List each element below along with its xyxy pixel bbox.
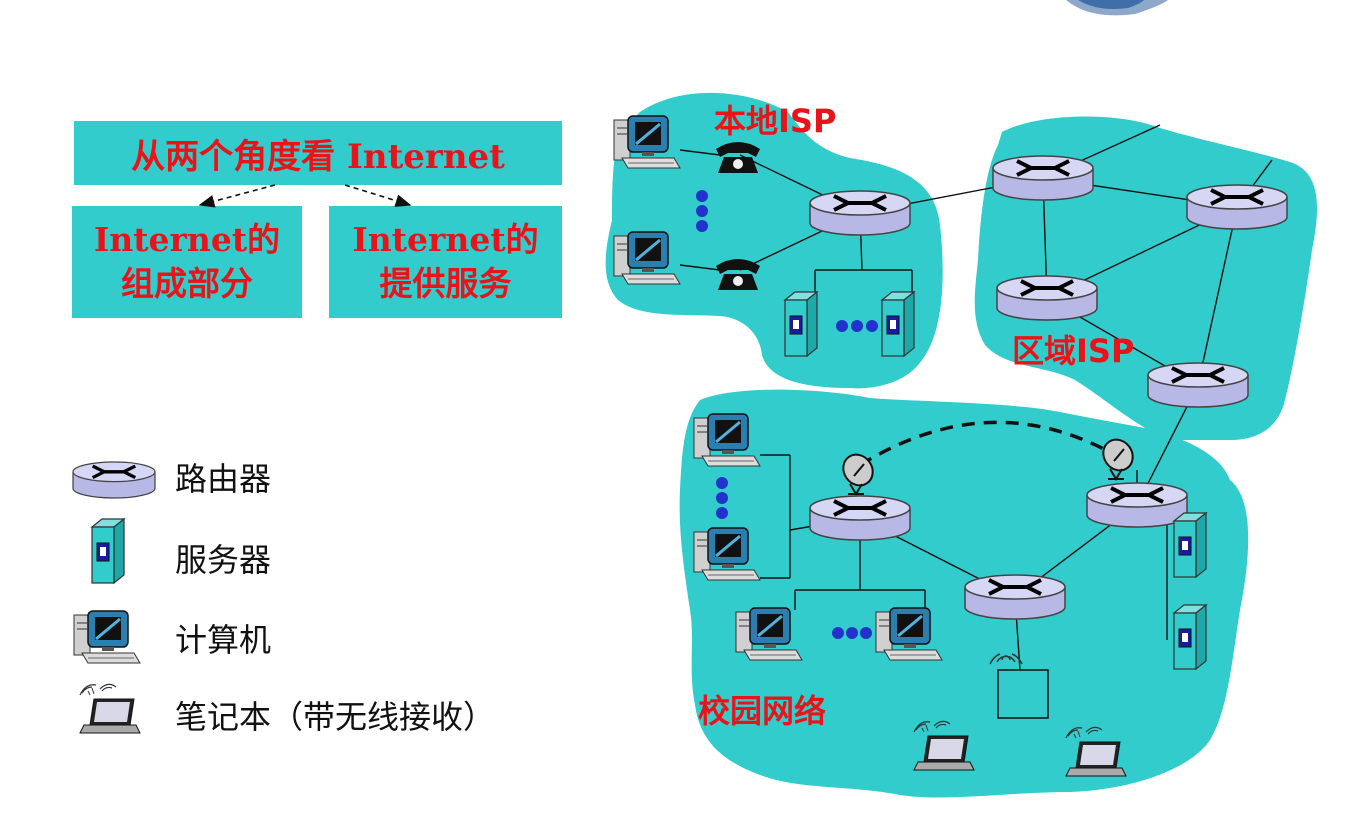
legend-computer-label: 计算机 (175, 621, 272, 659)
legend-computer-icon (72, 609, 142, 665)
campus-router-2 (963, 573, 1067, 621)
composition-line2: 组成部分 (121, 264, 253, 303)
campus-ellipsis-dots (716, 477, 872, 639)
perspective-title: 从两个角度看 Internet (74, 121, 562, 185)
campus-server-1 (1173, 512, 1207, 578)
campus-router-1 (808, 494, 912, 542)
wireless-access-point (997, 669, 1049, 719)
local-isp-router (808, 189, 912, 237)
corner-logo (1066, 0, 1168, 16)
local-server-1 (784, 291, 818, 357)
arrow-to-services (344, 184, 412, 207)
local-ellipsis-dots (696, 190, 878, 332)
legend-server-icon (91, 518, 125, 584)
regional-router-3 (995, 274, 1099, 322)
services-line2: 提供服务 (379, 264, 512, 303)
perspective-title-text: 从两个角度看 Internet (131, 136, 505, 177)
legend-laptop-icon (79, 683, 141, 734)
local-server-2 (881, 291, 915, 357)
composition-box: Internet的 组成部分 (72, 206, 302, 318)
arrow-to-composition (198, 184, 276, 208)
regional-router-1 (991, 154, 1095, 202)
regional-router-2 (1185, 183, 1289, 231)
campus-router-3 (1085, 481, 1189, 529)
services-line1: Internet的 (352, 220, 539, 259)
regional-router-4 (1146, 361, 1250, 409)
legend-server-label: 服务器 (175, 541, 272, 579)
legend-router-icon (71, 460, 157, 500)
composition-line1: Internet的 (93, 220, 281, 259)
satellite-link (859, 420, 1116, 467)
legend-router-label: 路由器 (175, 460, 272, 498)
services-box: Internet的 提供服务 (329, 206, 562, 318)
local-isp-label: 本地ISP (714, 102, 836, 140)
legend-laptop-label: 笔记本（带无线接收） (175, 698, 496, 736)
campus-label: 校园网络 (698, 692, 826, 730)
local-isp-cloud (605, 92, 943, 389)
regional-isp-label: 区域ISP (1012, 332, 1134, 370)
campus-server-2 (1173, 604, 1207, 670)
